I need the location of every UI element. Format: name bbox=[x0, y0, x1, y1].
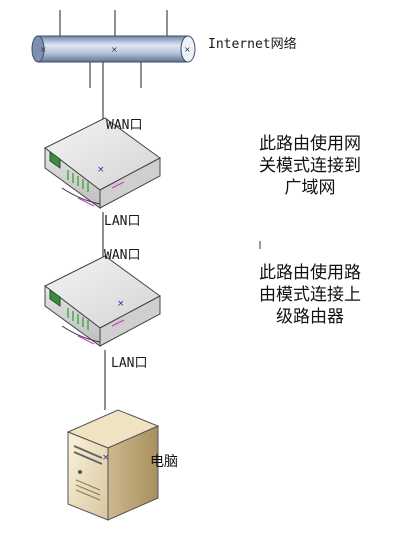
router-led-icon bbox=[67, 308, 89, 330]
anchor-mark: × bbox=[111, 45, 118, 54]
note-line: 由模式连接上 bbox=[259, 285, 361, 305]
router-1: × WAN口 LAN口 bbox=[44, 117, 161, 229]
router-accent bbox=[111, 181, 125, 189]
anchor-mark: × bbox=[97, 165, 105, 175]
router1-lan-label: LAN口 bbox=[104, 214, 140, 229]
router-port-icon bbox=[49, 289, 61, 307]
anchor-mark: × bbox=[102, 453, 110, 463]
note-line: 此路由使用网 bbox=[259, 134, 361, 154]
internet-backbone: × × × Internet网络 bbox=[31, 10, 297, 88]
note-line: 此路由使用路 bbox=[259, 263, 361, 283]
internet-label: Internet网络 bbox=[208, 36, 297, 52]
router-curve bbox=[61, 187, 101, 205]
anchor-mark: × bbox=[117, 299, 125, 309]
pc-vent bbox=[75, 489, 101, 501]
router2-wan-label: WAN口 bbox=[104, 248, 140, 263]
pc: × 电脑 bbox=[66, 409, 178, 521]
router-curve bbox=[61, 325, 101, 343]
note-line: 广域网 bbox=[284, 178, 336, 198]
pipe-left-cap bbox=[31, 35, 45, 63]
pc-front bbox=[67, 431, 109, 521]
router-led-icon bbox=[67, 170, 89, 192]
router2-lan-label: LAN口 bbox=[111, 356, 147, 371]
pc-vent bbox=[75, 479, 101, 491]
anchor-mark: × bbox=[184, 45, 191, 54]
pipe-right-cap bbox=[180, 35, 196, 63]
note-gateway-mode: 此路由使用网 关模式连接到 广域网 bbox=[246, 133, 374, 199]
pc-label: 电脑 bbox=[150, 454, 178, 470]
note-router-mode: 此路由使用路 由模式连接上 级路由器 bbox=[246, 262, 374, 328]
pc-drive-slot bbox=[73, 445, 103, 459]
power-icon bbox=[78, 470, 82, 474]
router-side bbox=[99, 157, 161, 209]
pc-drive-slot bbox=[73, 451, 103, 465]
router1-wan-label: WAN口 bbox=[106, 118, 142, 133]
router-side bbox=[99, 295, 161, 347]
note-line: 级路由器 bbox=[276, 307, 344, 327]
pc-vent bbox=[75, 484, 101, 496]
pipe-body bbox=[37, 35, 189, 63]
router-accent bbox=[111, 319, 125, 327]
router-accent bbox=[77, 335, 95, 345]
router-accent bbox=[77, 197, 95, 207]
pc-side bbox=[107, 425, 159, 521]
router-port-icon bbox=[49, 151, 61, 169]
anchor-mark: × bbox=[40, 45, 47, 54]
note-line: 关模式连接到 bbox=[259, 156, 361, 176]
router-2: × WAN口 LAN口 bbox=[44, 248, 161, 371]
